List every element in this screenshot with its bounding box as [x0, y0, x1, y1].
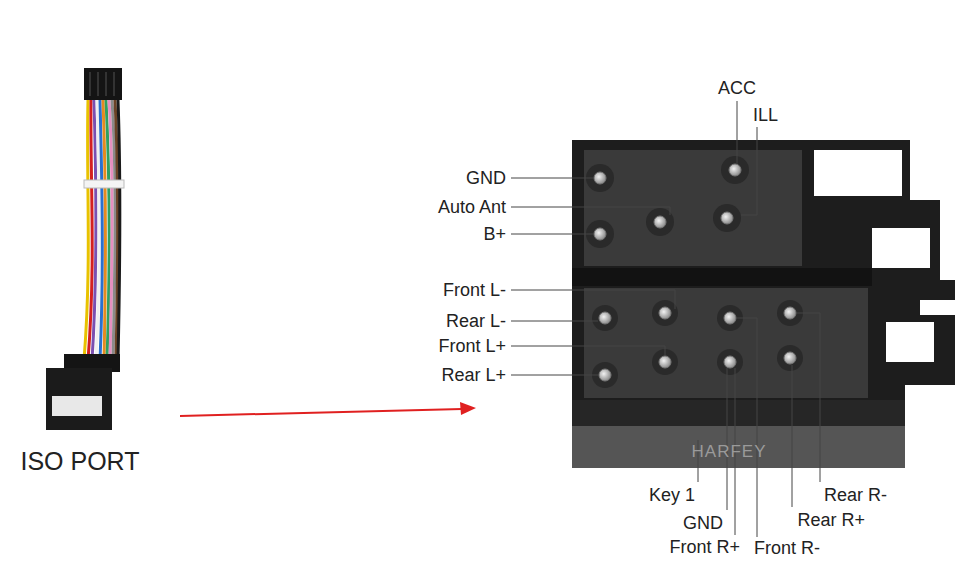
pin-label: ACC	[717, 78, 757, 99]
pin-label: Rear L-	[445, 311, 507, 332]
pin-label: Rear R+	[796, 510, 866, 531]
watermark: HARFEY	[691, 442, 768, 462]
pin-label: GND	[465, 168, 507, 189]
part-title: ISO PORT	[19, 447, 140, 476]
pointer-arrow	[180, 402, 476, 416]
pin-label: ILL	[752, 105, 779, 126]
pin-label: GND	[682, 513, 724, 534]
pin-label: B+	[482, 224, 507, 245]
pin-label: Rear L+	[440, 365, 507, 386]
pin-label: Key 1	[648, 485, 696, 506]
pin-label: Front L+	[437, 336, 507, 357]
iso-connector	[572, 140, 955, 468]
leader-lines	[511, 101, 820, 537]
pin-label: Front L-	[442, 280, 507, 301]
pin-label: Front R+	[668, 537, 741, 558]
pin-label: Front R-	[753, 538, 821, 559]
pin-label: Auto Ant	[437, 197, 507, 218]
cable-harness	[46, 68, 124, 430]
pin-label: Rear R-	[823, 485, 888, 506]
